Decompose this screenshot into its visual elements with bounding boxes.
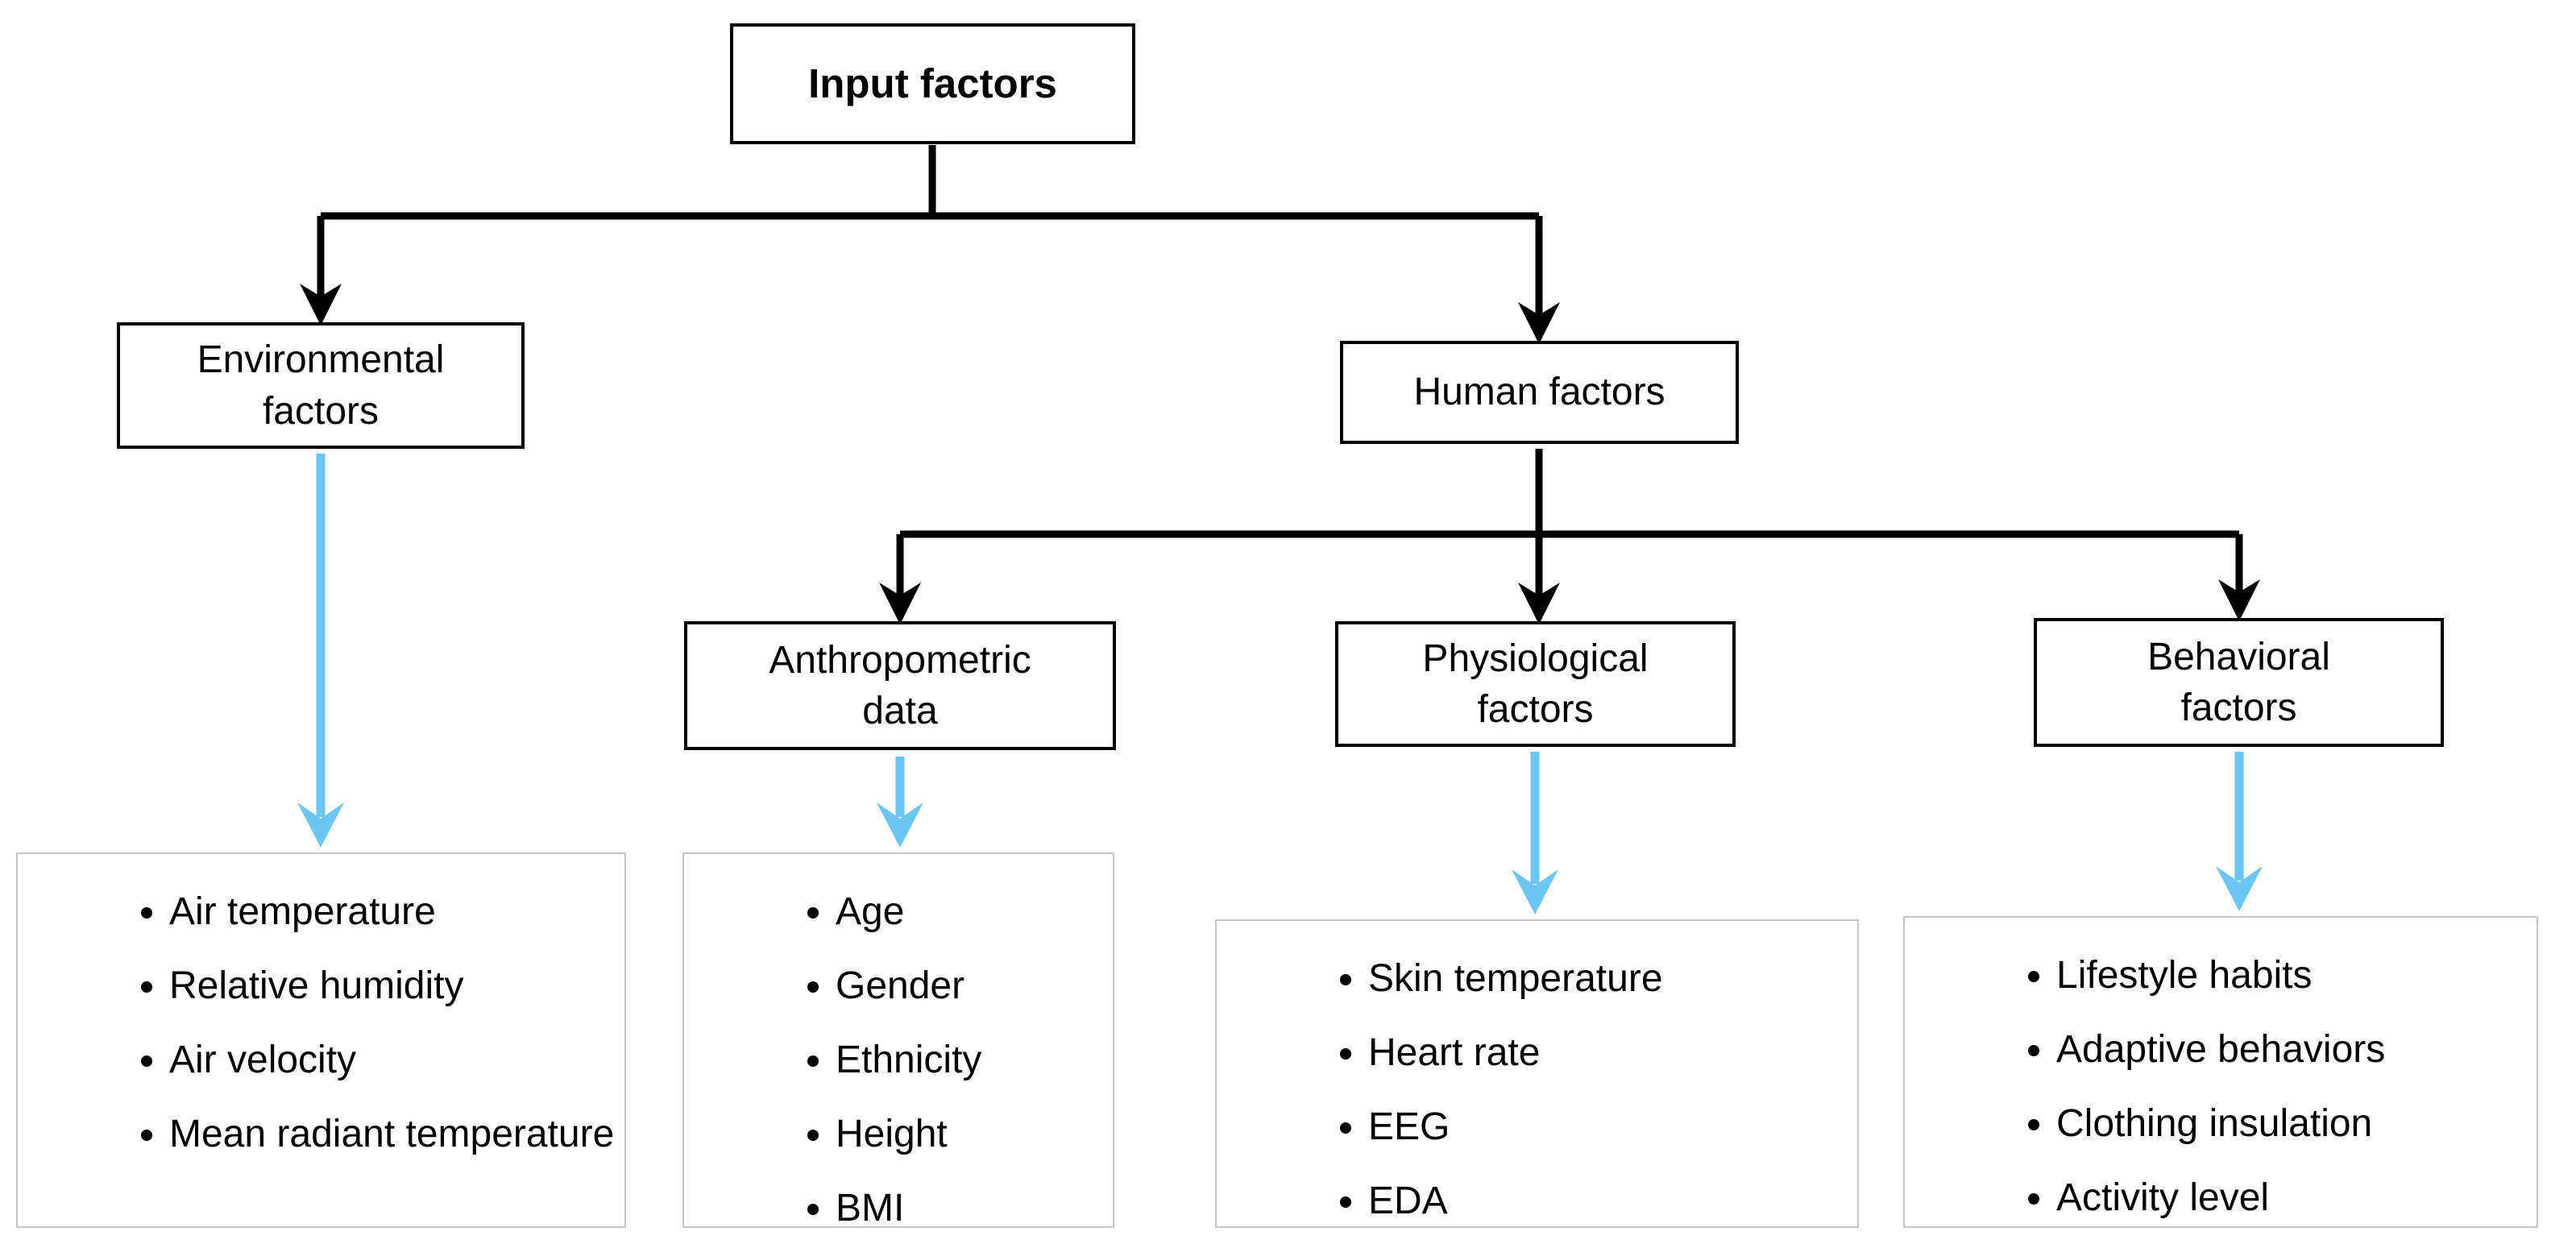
- node-label: Human factors: [1413, 371, 1665, 414]
- blue-arrow-lines: [316, 454, 2244, 884]
- behavioral-list: Lifestyle habits Adaptive behaviors Clot…: [1905, 918, 2537, 1235]
- list-item: EEG: [1368, 1090, 1849, 1164]
- node-label-line: Physiological: [1422, 637, 1649, 680]
- arrowhead-to-anthropometric-icon: [879, 583, 921, 624]
- node-behavioral-factors: Behavioral factors: [2034, 618, 2444, 747]
- list-item: Adaptive behaviors: [2056, 1013, 2528, 1087]
- list-item: Height: [836, 1097, 1105, 1172]
- node-label-line: Anthropometric: [769, 638, 1031, 682]
- node-label-line: Environmental: [197, 338, 445, 382]
- tree-connector-human: [896, 449, 2243, 595]
- list-item: EDA: [1368, 1164, 1849, 1238]
- list-item: Clothing insulation: [2056, 1087, 2528, 1161]
- list-item: Mean radiant temperature: [169, 1097, 616, 1172]
- list-item: Relative humidity: [169, 949, 616, 1023]
- tree-connector-input: [317, 145, 1543, 315]
- node-label-line: factors: [1477, 688, 1594, 731]
- arrowhead-to-environmental-icon: [300, 284, 342, 326]
- environmental-list: Air temperature Relative humidity Air ve…: [18, 854, 624, 1172]
- list-item: Air velocity: [169, 1023, 616, 1097]
- node-input-factors: Input factors: [730, 23, 1135, 144]
- blue-arrowhead-behavioral-icon: [2216, 866, 2263, 911]
- arrowhead-to-behavioral-icon: [2218, 579, 2260, 621]
- list-item: Ethnicity: [836, 1023, 1105, 1097]
- arrowhead-to-physiological-icon: [1518, 583, 1560, 624]
- list-item: Age: [836, 875, 1105, 949]
- node-label-line: Behavioral: [2147, 635, 2330, 678]
- list-item: Lifestyle habits: [2056, 939, 2528, 1013]
- list-item: Skin temperature: [1368, 942, 1849, 1016]
- node-environmental-factors: Environmental factors: [117, 322, 525, 449]
- panel-environmental-list: Air temperature Relative humidity Air ve…: [16, 852, 626, 1228]
- node-label: Input factors: [808, 60, 1057, 107]
- blue-arrowhead-environmental-icon: [297, 802, 344, 848]
- list-item: Heart rate: [1368, 1016, 1849, 1090]
- node-anthropometric-data: Anthropometric data: [684, 621, 1116, 750]
- anthropometric-list: Age Gender Ethnicity Height BMI: [684, 854, 1113, 1240]
- node-label-line: factors: [262, 389, 380, 433]
- list-item: Air temperature: [169, 875, 616, 949]
- list-item: Activity level: [2056, 1161, 2528, 1235]
- panel-anthropometric-list: Age Gender Ethnicity Height BMI: [682, 852, 1114, 1230]
- physiological-list: Skin temperature Heart rate EEG EDA: [1217, 921, 1857, 1238]
- node-label-line: factors: [2180, 686, 2297, 729]
- panel-physiological-list: Skin temperature Heart rate EEG EDA: [1215, 919, 1859, 1228]
- blue-arrowhead-anthropometric-icon: [877, 802, 923, 848]
- node-label-line: data: [862, 690, 938, 732]
- panel-behavioral-list: Lifestyle habits Adaptive behaviors Clot…: [1903, 916, 2538, 1228]
- list-item: Gender: [836, 949, 1105, 1023]
- list-item: BMI: [836, 1172, 1105, 1240]
- blue-arrowhead-physiological-icon: [1512, 869, 1558, 914]
- node-physiological-factors: Physiological factors: [1335, 621, 1736, 747]
- arrowhead-to-human-icon: [1518, 302, 1560, 344]
- node-human-factors: Human factors: [1340, 341, 1739, 444]
